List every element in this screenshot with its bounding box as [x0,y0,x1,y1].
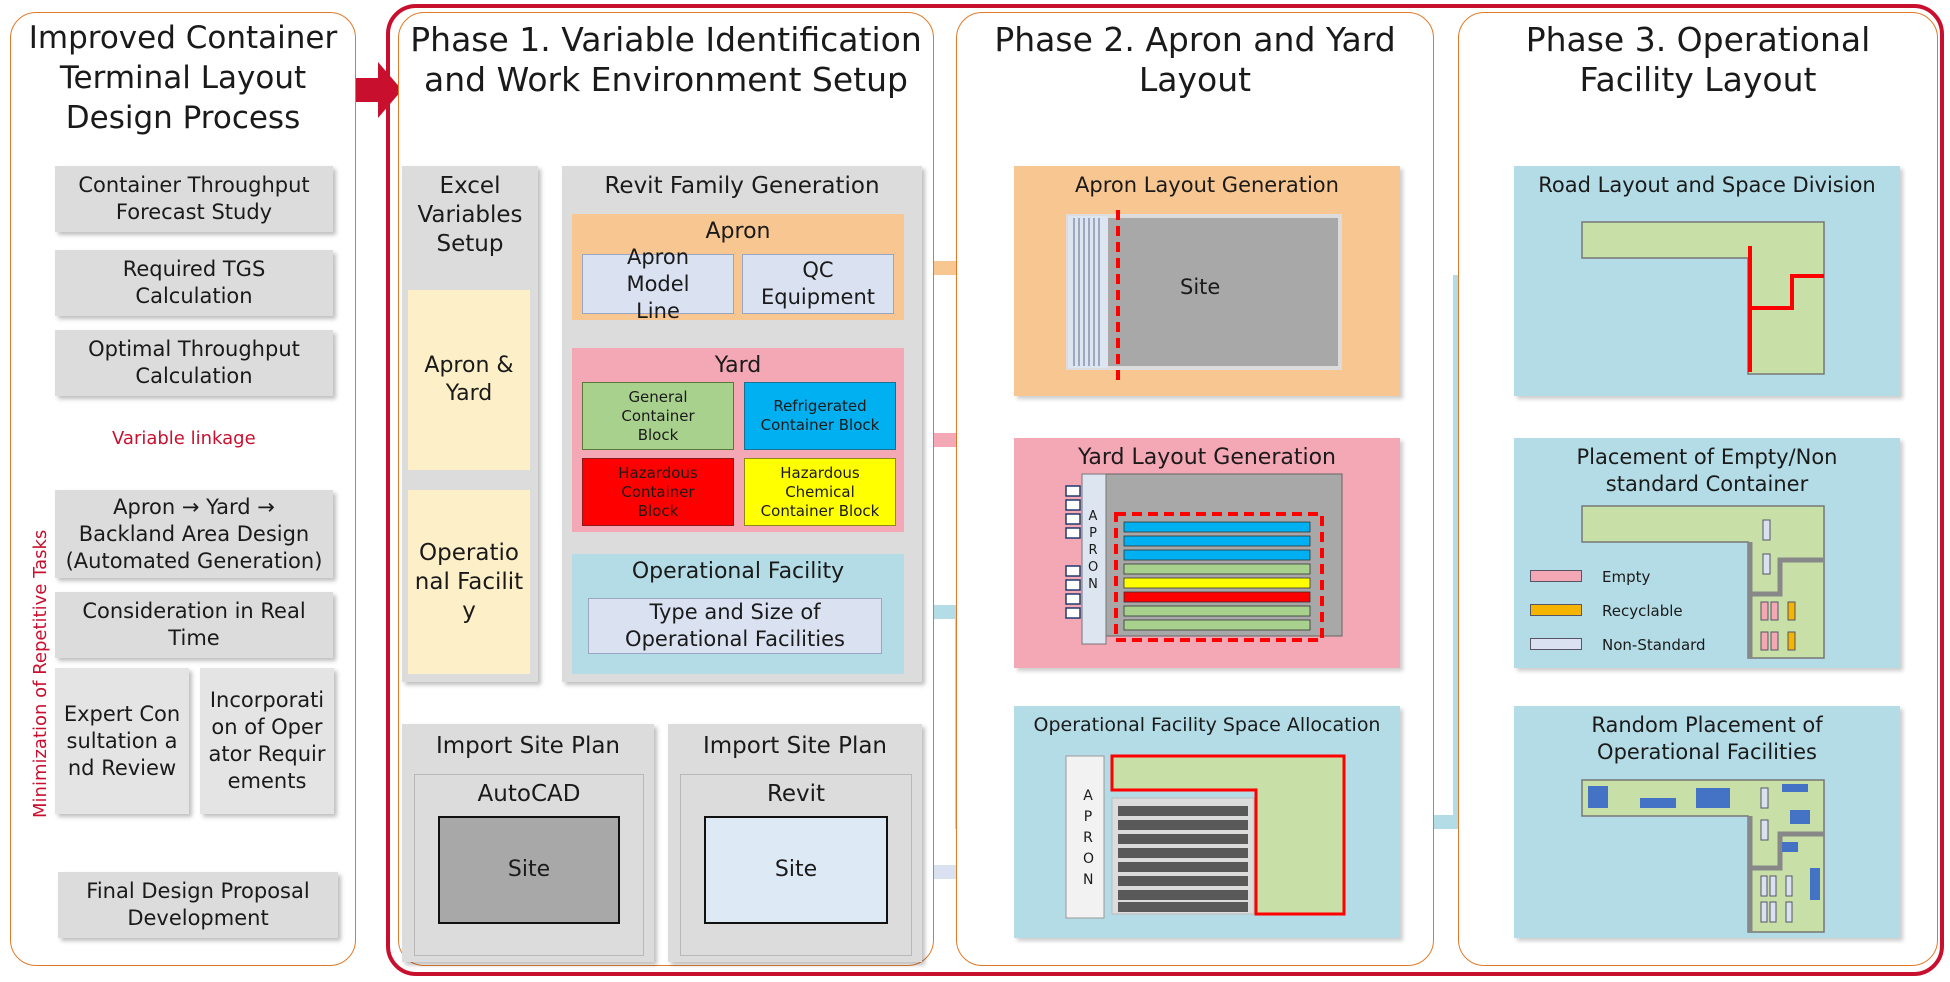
sidebar-title: Improved Container Terminal Layout Desig… [28,20,338,136]
step-real-time: Consideration in Real Time [55,592,333,658]
phases-frame [386,4,1944,976]
yard-apron-vertical-label: APRON [1088,509,1099,592]
legend-recyclable-label: Recyclable [1602,602,1683,620]
hazardous-container-block: Hazardous Container Block [582,458,734,526]
step-final-design: Final Design Proposal Development [58,872,338,938]
legend-recyclable-swatch [1530,604,1582,616]
autocad-site: Site [438,816,620,924]
apron-model-line: Apron Model Line [582,245,734,323]
step-operator-requirements: Incorporation of Operator Requirements [200,668,334,814]
step-automated-generation: Apron → Yard → Backland Area Design (Aut… [55,490,333,578]
yard-layout-title: Yard Layout Generation [1077,445,1337,470]
excel-apron-yard: Apron & Yard [408,290,530,470]
step-optimal-throughput: Optimal Throughput Calculation [55,330,333,396]
legend-nonstandard-label: Non-Standard [1602,636,1706,654]
apron-layout-figure [1066,210,1342,386]
hazardous-chemical-container-block: Hazardous Chemical Container Block [744,458,896,526]
placement-figure [1581,505,1825,659]
facility-apron-vertical-label: APRON [1083,788,1095,888]
import-revit-title: Import Site Plan [702,733,888,759]
excel-title: Excel Variables Setup [417,173,523,257]
facility-allocation-title: Operational Facility Space Allocation [1033,714,1381,736]
yard-layout-figure [1065,473,1343,645]
random-placement-card [1514,706,1900,938]
apron-layout-site: Site [1180,275,1221,299]
legend-nonstandard-swatch [1530,638,1582,650]
road-layout-figure [1581,221,1825,375]
general-container-block: General Container Block [582,382,734,450]
phase3-title: Phase 3. Operational Facility Layout [1525,20,1871,99]
road-layout-title: Road Layout and Space Division [1538,173,1876,197]
autocad-frame [414,774,644,956]
sidebar-panel [10,12,356,966]
revit-site: Site [704,816,888,924]
import-autocad-title: Import Site Plan [435,733,621,759]
step-throughput-forecast: Container Throughput Forecast Study [55,166,333,232]
apron-family-title: Apron [705,219,771,244]
placement-title: Placement of Empty/Non standard Containe… [1576,445,1838,496]
minimization-label: Minimization of Repetitive Tasks [30,529,51,818]
autocad-label: AutoCAD [477,781,581,807]
random-placement-figure [1581,779,1825,933]
yard-family-title: Yard [714,353,762,378]
phase1-title: Phase 1. Variable Identification and Wor… [410,20,922,99]
road-layout-card [1514,166,1900,396]
facility-type-size: Type and Size of Operational Facilities [588,598,882,654]
revit-frame [680,774,912,956]
excel-operational-facility: Operational Facility [408,490,530,674]
step-expert-consultation: Expert Consultation and Review [55,668,189,814]
variable-linkage-label: Variable linkage [112,428,256,449]
qc-equipment: QC Equipment [742,254,894,314]
phase2-title: Phase 2. Apron and Yard Layout [994,20,1396,99]
legend-empty-swatch [1530,570,1582,582]
revit-family-title: Revit Family Generation [604,173,880,199]
refrigerated-container-block: Refrigerated Container Block [744,382,896,450]
facility-allocation-figure [1065,754,1346,919]
legend-empty-label: Empty [1602,568,1651,586]
placement-card [1514,438,1900,668]
step-tgs-calculation: Required TGS Calculation [55,250,333,316]
revit-label: Revit [766,781,826,807]
operational-facility-title: Operational Facility [631,559,845,584]
main-flow-arrow [330,62,402,118]
apron-layout-title: Apron Layout Generation [1075,173,1339,197]
random-placement-title: Random Placement of Operational Faciliti… [1591,713,1823,764]
